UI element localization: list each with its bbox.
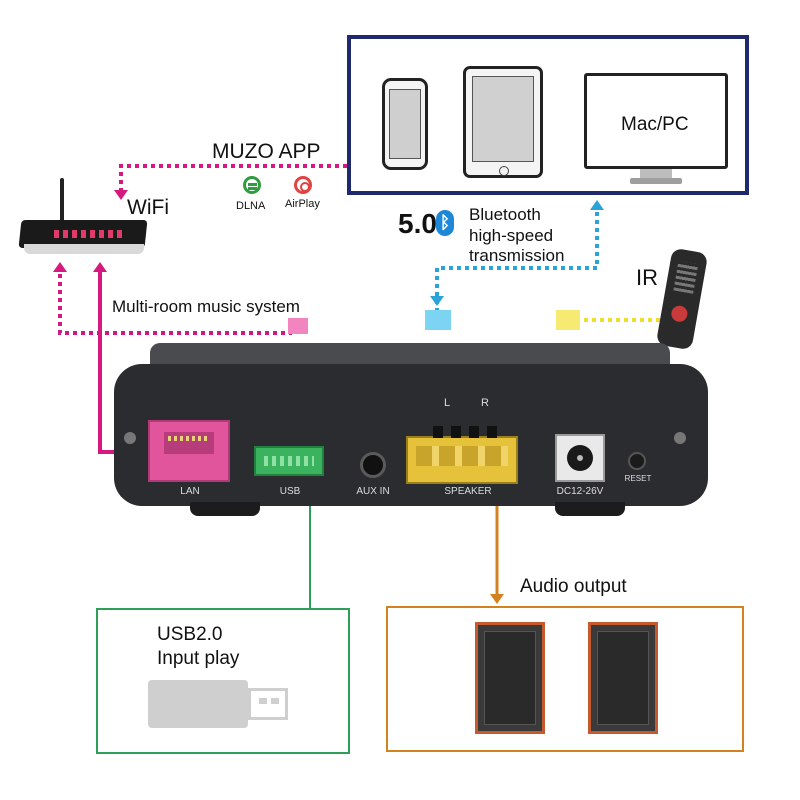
monitor-icon: Mac/PC <box>584 73 728 169</box>
monitor-stand <box>640 169 672 179</box>
bluetooth-version: 5.0 <box>398 208 437 239</box>
usb-stick-connector <box>248 688 288 720</box>
wifi-label: WiFi <box>127 196 169 219</box>
audio-output-label: Audio output <box>520 576 627 597</box>
dlna-label: DLNA <box>236 200 266 212</box>
airplay-label: AirPlay <box>285 198 320 210</box>
lan-label: LAN <box>180 486 200 497</box>
multiroom-indicator <box>288 318 308 334</box>
phone-icon <box>382 78 428 170</box>
screw-left <box>124 432 136 444</box>
speaker-left-icon <box>475 622 545 734</box>
channel-left-label: L <box>443 397 451 409</box>
muzo-app-label: MUZO APP <box>212 140 321 163</box>
usb-box-line1: USB2.0 <box>157 624 223 645</box>
usb-stick-icon <box>148 680 248 728</box>
multiroom-label: Multi-room music system <box>112 297 300 316</box>
dc-power-jack[interactable] <box>555 434 605 482</box>
airplay-icon <box>294 176 312 194</box>
speaker-terminal[interactable] <box>406 436 518 484</box>
router-icon <box>18 178 150 264</box>
dlna-icon <box>243 176 261 194</box>
aux-in-port[interactable] <box>360 452 386 478</box>
usb-port[interactable] <box>254 446 324 476</box>
lan-port[interactable] <box>148 420 230 482</box>
speaker-screw-block <box>433 426 503 438</box>
usb-box-line2: Input play <box>157 648 240 669</box>
mac-pc-label: Mac/PC <box>621 114 689 135</box>
ir-label: IR <box>636 265 658 290</box>
bluetooth-line1: Bluetooth <box>469 205 541 224</box>
ir-indicator <box>556 310 580 330</box>
bluetooth-indicator <box>425 310 451 330</box>
device-foot-right <box>555 502 625 516</box>
audio-output-box <box>386 606 744 752</box>
channel-right-label: R <box>481 397 489 409</box>
speaker-right-icon <box>588 622 658 734</box>
aux-in-label: AUX IN <box>356 486 390 497</box>
tablet-icon <box>463 66 543 178</box>
reset-label: RESET <box>624 474 652 483</box>
bluetooth-line3: transmission <box>469 246 565 265</box>
monitor-base <box>630 178 682 184</box>
power-label: DC12-26V <box>556 486 604 497</box>
screw-right <box>674 432 686 444</box>
speaker-label: SPEAKER <box>444 486 492 497</box>
bluetooth-line2: high-speed <box>469 226 554 245</box>
bluetooth-icon: ᛒ <box>436 210 454 236</box>
reset-button[interactable] <box>628 452 646 470</box>
usb-label: USB <box>279 486 301 497</box>
device-foot-left <box>190 502 260 516</box>
